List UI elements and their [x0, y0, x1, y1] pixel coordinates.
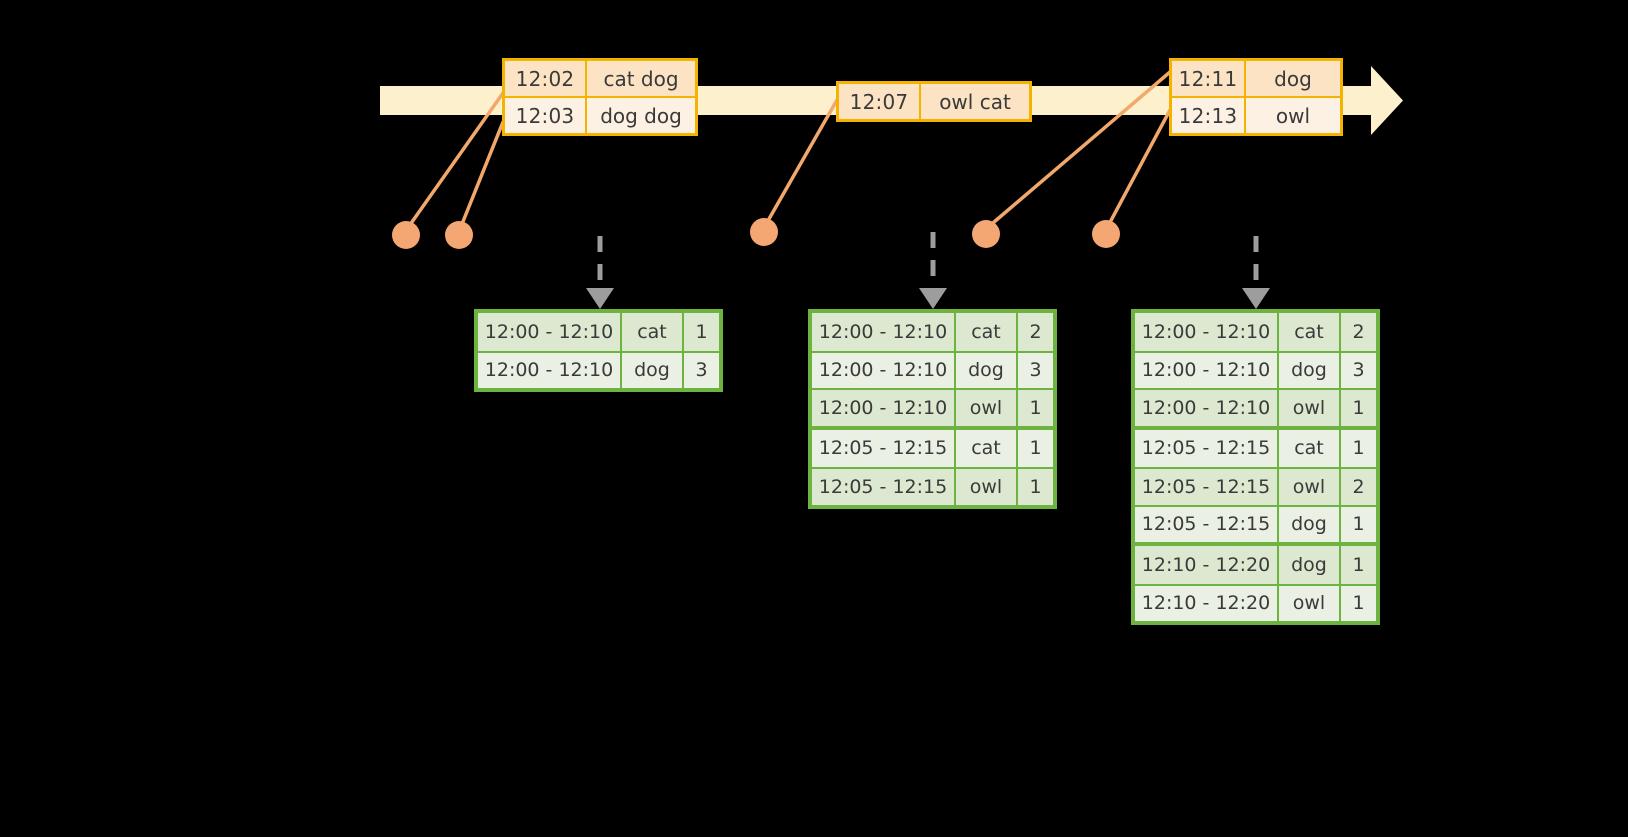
event-row: 12:03 dog dog — [505, 96, 695, 133]
cell-window: 12:05 - 12:15 — [1135, 429, 1279, 467]
cell-count: 1 — [1352, 396, 1365, 419]
cell-key: dog — [1279, 506, 1341, 542]
cell-key: owl — [1279, 585, 1341, 621]
cell-key: owl — [1279, 390, 1341, 426]
cell-count: 1 — [695, 320, 708, 343]
cell-window: 12:05 - 12:15 — [1135, 469, 1279, 505]
cell-count: 1 — [1352, 553, 1365, 576]
event-box-2[interactable]: 12:07 owl cat — [836, 81, 1032, 122]
cell-key: owl — [956, 469, 1018, 505]
cell-window: 12:00 - 12:10 — [478, 313, 622, 351]
cell-count: 3 — [1352, 359, 1365, 382]
cell-count: 2 — [1352, 475, 1365, 498]
connector-line-5 — [1105, 108, 1172, 230]
cell-window: 12:00 - 12:10 — [1135, 313, 1279, 351]
cell-window: 12:00 - 12:10 — [1135, 390, 1279, 426]
event-payload: cat dog — [603, 66, 679, 91]
cell-key: dog — [1279, 546, 1341, 584]
cell-count: 1 — [1029, 437, 1042, 460]
cell-count: 1 — [1029, 396, 1042, 419]
connector-line-3 — [763, 98, 839, 228]
cell-count: 1 — [1029, 475, 1042, 498]
cell-key: owl — [1279, 469, 1341, 505]
event-time: 12:03 — [505, 98, 587, 133]
cell-count: 1 — [1352, 592, 1365, 615]
cell-window: 12:00 - 12:10 — [478, 352, 622, 388]
cell-key: dog — [956, 352, 1018, 388]
cell-window: 12:00 - 12:10 — [812, 313, 956, 351]
event-payload: owl — [1275, 103, 1311, 128]
dashed-arrow-2-head — [919, 288, 947, 309]
cell-count: 1 — [1352, 513, 1365, 536]
event-row: 12:13 owl — [1172, 96, 1340, 133]
cell-key: cat — [956, 313, 1018, 351]
stream-dot-3 — [750, 218, 778, 246]
dashed-arrow-1-head — [586, 288, 614, 309]
event-row: 12:11 dog — [1172, 61, 1340, 96]
event-time: 12:07 — [839, 84, 921, 119]
cell-count: 1 — [1352, 437, 1365, 460]
cell-count: 3 — [1029, 359, 1042, 382]
stream-dot-2 — [445, 221, 473, 249]
cell-key: cat — [1279, 429, 1341, 467]
cell-key: dog — [1279, 352, 1341, 388]
cell-key: dog — [622, 352, 684, 388]
event-time: 12:02 — [505, 61, 587, 96]
cell-window: 12:05 - 12:15 — [812, 429, 956, 467]
cell-window: 12:00 - 12:10 — [812, 352, 956, 388]
cell-key: owl — [956, 390, 1018, 426]
cell-key: cat — [956, 429, 1018, 467]
cell-window: 12:00 - 12:10 — [1135, 352, 1279, 388]
cell-count: 3 — [695, 359, 708, 382]
connector-line-2 — [458, 120, 505, 231]
cell-key: cat — [1279, 313, 1341, 351]
event-box-1[interactable]: 12:02 cat dog 12:03 dog dog — [502, 58, 698, 136]
cell-key: cat — [622, 313, 684, 351]
event-time: 12:13 — [1172, 98, 1246, 133]
stream-dot-1 — [392, 221, 420, 249]
stream-dot-5 — [1092, 220, 1120, 248]
event-payload: owl cat — [939, 89, 1011, 114]
event-time: 12:11 — [1172, 61, 1246, 96]
cell-window: 12:05 - 12:15 — [812, 469, 956, 505]
event-row: 12:07 owl cat — [839, 84, 1029, 119]
dashed-arrow-3-head — [1242, 288, 1270, 309]
event-box-3[interactable]: 12:11 dog 12:13 owl — [1169, 58, 1343, 136]
stream-dot-4 — [972, 220, 1000, 248]
event-row: 12:02 cat dog — [505, 61, 695, 96]
cell-window: 12:10 - 12:20 — [1135, 546, 1279, 584]
cell-count: 2 — [1029, 320, 1042, 343]
cell-window: 12:10 - 12:20 — [1135, 585, 1279, 621]
cell-window: 12:05 - 12:15 — [1135, 506, 1279, 542]
event-payload: dog — [1274, 66, 1312, 91]
cell-count: 2 — [1352, 320, 1365, 343]
event-payload: dog dog — [600, 103, 682, 128]
cell-window: 12:00 - 12:10 — [812, 390, 956, 426]
